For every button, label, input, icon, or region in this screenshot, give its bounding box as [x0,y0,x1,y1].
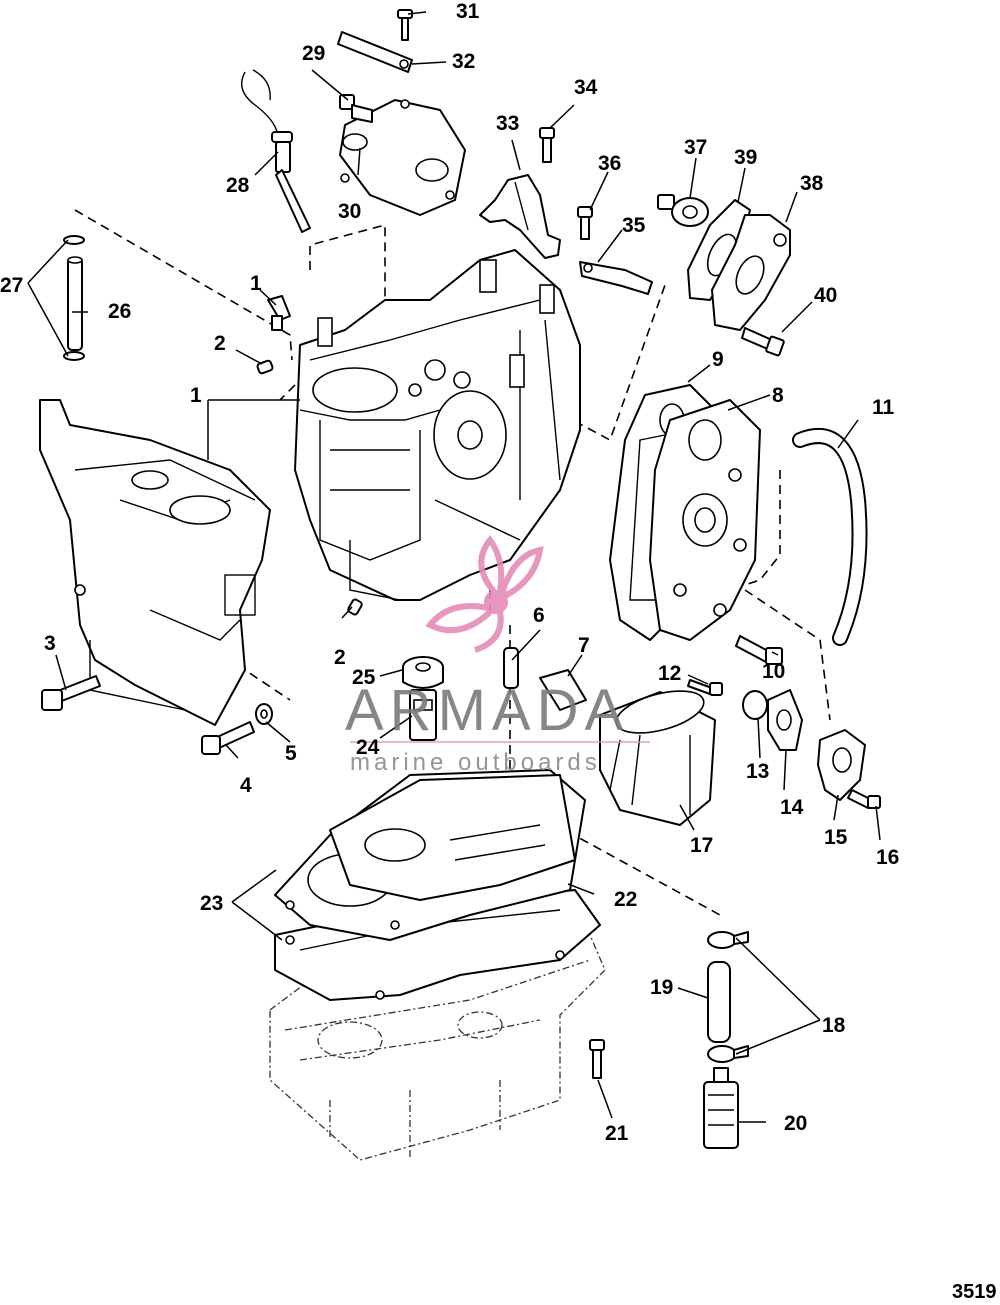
callout-25: 25 [352,666,376,689]
callout-33: 33 [496,112,519,135]
callout-24: 24 [356,736,380,759]
clamp-18-upper [707,931,749,949]
callout-8: 8 [772,384,784,407]
thermostat-cover [711,214,791,331]
connector-7 [539,669,587,711]
bolt-21 [589,1039,605,1079]
callout-5: 5 [285,742,297,765]
gasket-14 [767,689,803,751]
callout-11: 11 [872,396,895,419]
o-rings-27 [63,235,85,361]
callout-14: 14 [780,796,804,819]
callout-39: 39 [734,146,757,169]
callout-22: 22 [614,888,637,911]
callout-21: 21 [605,1122,629,1145]
dipstick [241,69,311,233]
leader-lines [27,11,881,1123]
callout-labels: 1 1 2 2 3 4 5 6 7 8 9 10 11 12 13 14 15 … [0,0,899,1145]
armada-watermark: ARMADA marine outboards [345,535,650,776]
dowel-pin-2-lower [347,598,363,616]
bolt-16 [847,789,881,809]
callout-32: 32 [452,50,475,73]
spacer-13 [742,690,768,720]
thermostat-gasket [687,199,751,301]
callout-28: 28 [226,174,250,197]
bolt-10 [735,635,783,665]
propeller-logo [425,535,544,653]
callout-10: 10 [762,660,785,683]
callout-31: 31 [456,0,480,23]
cylinder-block [294,249,581,601]
bolt-36 [577,206,593,240]
callout-23: 23 [200,892,223,915]
bolt-34 [539,127,555,163]
callout-2-bottom: 2 [334,646,346,669]
callout-12: 12 [658,662,681,685]
callout-1-top: 1 [250,272,262,295]
watermark-tagline: marine outboards [350,749,601,776]
lever-35 [579,261,653,295]
callout-2-top: 2 [214,332,226,355]
thermostat-plug [657,194,709,227]
callout-26: 26 [108,300,131,323]
watermark-brand: ARMADA [345,678,629,743]
callout-18: 18 [822,1014,846,1037]
callout-17: 17 [690,834,713,857]
bracket-33 [479,174,561,259]
callout-19: 19 [650,976,673,999]
callout-20: 20 [784,1112,807,1135]
callout-36: 36 [598,152,621,175]
callout-3: 3 [44,632,56,655]
callout-1-left: 1 [190,384,202,407]
callout-29: 29 [302,42,325,65]
exhaust-cover [39,399,271,726]
figure-number: 3519 [952,1281,997,1303]
filler-cover-plate [339,94,466,216]
callout-38: 38 [800,172,824,195]
strainer-20 [703,1067,739,1149]
clamp-18-lower [707,1045,749,1063]
callout-37: 37 [684,136,707,159]
callout-9: 9 [712,348,724,371]
callout-4: 4 [240,774,252,797]
assembly-guide-lines [74,209,831,916]
mid-gasket [329,774,576,901]
elbow-15 [817,729,866,801]
intake-cover [649,399,761,641]
callout-40: 40 [814,284,837,307]
washer-5 [255,703,273,725]
callout-27: 27 [0,274,23,297]
callout-30: 30 [338,200,361,223]
oil-filter [599,690,716,826]
callout-13: 13 [746,760,769,783]
sleeve-26 [67,256,83,351]
hose-19 [707,961,731,1043]
bolt-40 [741,327,785,357]
bolt-12 [687,679,723,696]
hose-11 [792,428,868,646]
callout-6: 6 [533,604,545,627]
clip-32 [337,31,413,73]
callout-7: 7 [578,634,590,657]
callout-16: 16 [876,846,899,869]
fitting-24 [409,689,437,741]
callout-34: 34 [574,76,598,99]
callout-15: 15 [824,826,848,849]
bolt-3 [41,675,101,711]
bushing-25 [402,656,444,689]
bolt-4 [201,721,255,755]
callout-35: 35 [622,214,646,237]
